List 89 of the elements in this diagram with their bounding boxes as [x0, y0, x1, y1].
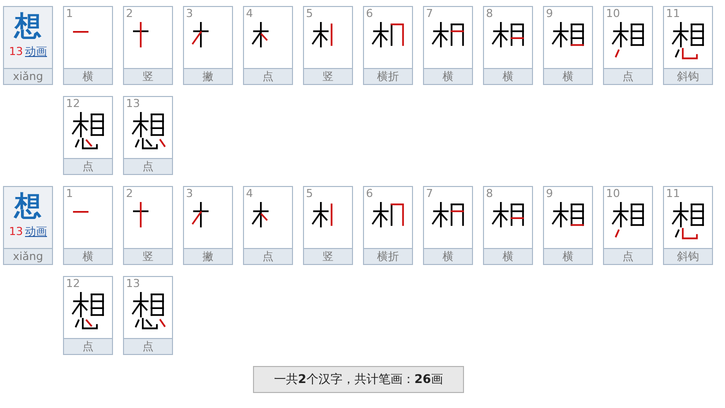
stroke-card	[243, 186, 293, 265]
stroke-name: 竖	[304, 68, 352, 84]
stroke-card	[483, 6, 533, 85]
stroke-name: 横折	[364, 248, 412, 264]
pinyin: xiǎng	[4, 248, 52, 264]
stroke-number: 13	[126, 97, 140, 110]
stroke-card	[663, 186, 713, 265]
animation-link: 动画	[25, 45, 47, 58]
stroke-card	[363, 186, 413, 265]
stroke-name: 竖	[124, 248, 172, 264]
stroke-name: 横	[544, 248, 592, 264]
stroke-card	[243, 6, 293, 85]
stroke-number: 9	[546, 7, 553, 20]
stroke-card	[123, 96, 173, 175]
stroke-number: 5	[306, 7, 313, 20]
stroke-card	[423, 6, 473, 85]
stroke-card	[603, 186, 653, 265]
stroke-number: 10	[606, 187, 620, 200]
stroke-number: 13	[126, 277, 140, 290]
pinyin: xiǎng	[4, 68, 52, 84]
stroke-card	[63, 6, 113, 85]
stroke-number: 11	[666, 7, 680, 20]
stroke-name: 点	[604, 68, 652, 84]
stroke-name: 横	[424, 248, 472, 264]
stroke-name: 横	[64, 248, 112, 264]
stroke-name: 点	[124, 338, 172, 354]
stroke-name: 点	[64, 158, 112, 174]
stroke-name: 竖	[304, 248, 352, 264]
stroke-card	[63, 186, 113, 265]
stroke-number: 8	[486, 187, 493, 200]
stroke-name: 点	[124, 158, 172, 174]
stroke-card	[423, 186, 473, 265]
stroke-number: 1	[66, 187, 73, 200]
stroke-name: 横	[64, 68, 112, 84]
stroke-card	[363, 6, 413, 85]
stroke-name: 横	[544, 68, 592, 84]
character-card	[3, 186, 53, 265]
stroke-name: 点	[64, 338, 112, 354]
stroke-number: 4	[246, 7, 253, 20]
stroke-card	[603, 6, 653, 85]
stroke-number: 2	[126, 187, 133, 200]
stroke-name: 点	[244, 68, 292, 84]
stroke-card	[123, 186, 173, 265]
stroke-card	[123, 276, 173, 355]
stroke-name: 撇	[184, 68, 232, 84]
stroke-card	[303, 6, 353, 85]
stroke-name: 撇	[184, 248, 232, 264]
stroke-card	[63, 276, 113, 355]
stroke-name: 横	[424, 68, 472, 84]
stroke-name: 竖	[124, 68, 172, 84]
stroke-name: 横折	[364, 68, 412, 84]
stroke-card	[543, 186, 593, 265]
character: 想	[12, 192, 42, 222]
stroke-number: 8	[486, 7, 493, 20]
character-card	[3, 6, 53, 85]
stroke-name: 点	[244, 248, 292, 264]
stroke-count: 13	[9, 45, 23, 58]
stroke-card	[483, 186, 533, 265]
stroke-number: 10	[606, 7, 620, 20]
stroke-card	[183, 6, 233, 85]
stroke-number: 11	[666, 187, 680, 200]
stroke-count: 13	[9, 225, 23, 238]
stroke-name: 斜钩	[664, 68, 712, 84]
stroke-name: 点	[604, 248, 652, 264]
character: 想	[12, 12, 42, 42]
stroke-number: 7	[426, 187, 433, 200]
stroke-card	[123, 6, 173, 85]
stroke-number: 3	[186, 7, 193, 20]
stroke-card	[543, 6, 593, 85]
stroke-card	[663, 6, 713, 85]
animation-link: 动画	[25, 225, 47, 238]
stroke-number: 1	[66, 7, 73, 20]
summary-bar: 一共2个汉字，共计笔画：26画	[253, 366, 464, 393]
stroke-name: 斜钩	[664, 248, 712, 264]
stroke-number: 5	[306, 187, 313, 200]
stroke-number: 2	[126, 7, 133, 20]
stroke-number: 3	[186, 187, 193, 200]
stroke-name: 横	[484, 68, 532, 84]
stroke-number: 6	[366, 187, 373, 200]
stroke-number: 6	[366, 7, 373, 20]
stroke-card	[183, 186, 233, 265]
stroke-card	[63, 96, 113, 175]
stroke-number: 12	[66, 277, 80, 290]
stroke-number: 4	[246, 187, 253, 200]
stroke-card	[303, 186, 353, 265]
stroke-name: 横	[484, 248, 532, 264]
stroke-number: 7	[426, 7, 433, 20]
stroke-number: 12	[66, 97, 80, 110]
stroke-number: 9	[546, 187, 553, 200]
